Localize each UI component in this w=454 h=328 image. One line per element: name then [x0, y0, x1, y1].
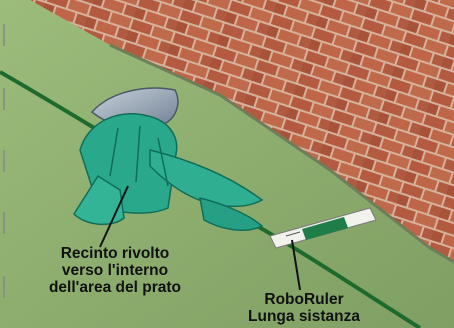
enclosure-callout-line-2: verso l'interno — [61, 262, 169, 279]
wall-base-edge — [109, 43, 454, 264]
roboruler-tool — [269, 207, 377, 249]
enclosure-station — [73, 87, 264, 232]
enclosure-callout-line-3: dell'area del prato — [48, 279, 182, 296]
brick-wall — [30, 0, 454, 262]
enclosure-callout: Recinto rivolto verso l'interno dell'are… — [26, 245, 204, 296]
roboruler-leader-line — [291, 239, 301, 291]
roboruler-callout-line-1: RoboRuler — [264, 291, 344, 308]
roboruler-callout: RoboRuler Lunga sistanza — [220, 291, 388, 325]
enclosure-leader-line — [99, 185, 129, 248]
roboruler-callout-line-2: Lunga sistanza — [248, 308, 360, 325]
enclosure-callout-line-1: Recinto rivolto — [60, 245, 170, 262]
